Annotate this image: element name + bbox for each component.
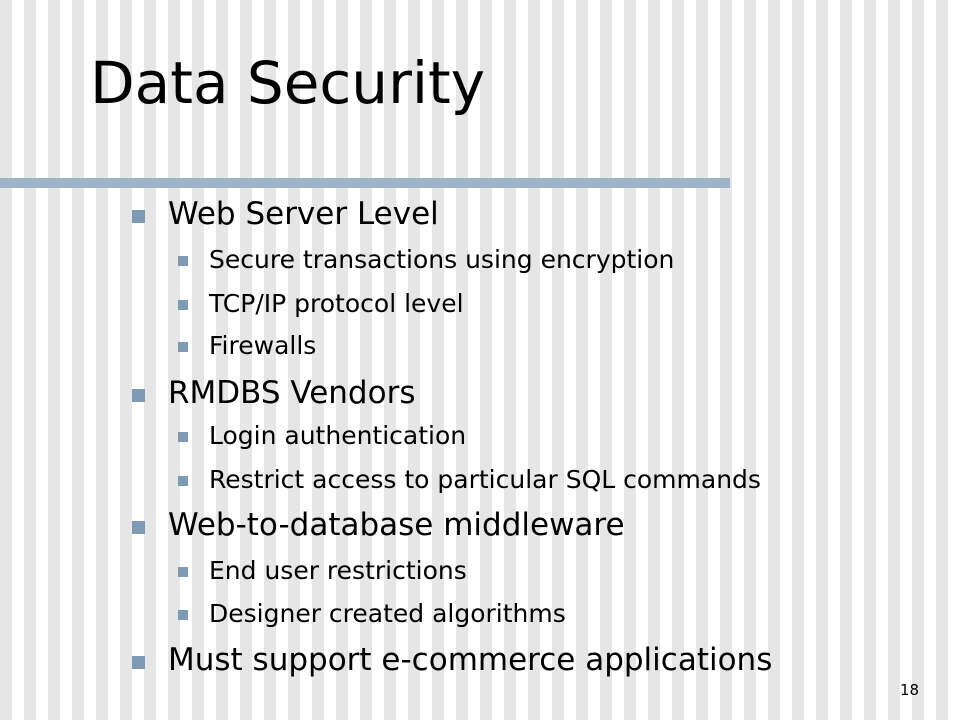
square-bullet-icon <box>178 610 188 620</box>
sub-bullet-text: End user restrictions <box>209 556 467 585</box>
sub-bullet-text: TCP/IP protocol level <box>209 289 464 318</box>
title-underline <box>0 178 730 188</box>
square-bullet-icon <box>178 300 188 310</box>
square-bullet-icon <box>178 256 188 266</box>
bullet-text: Web Server Level <box>168 196 439 232</box>
square-bullet-icon <box>132 521 145 534</box>
slide-title: Data Security <box>90 49 486 117</box>
slide-number: 18 <box>900 681 920 699</box>
square-bullet-icon <box>178 476 188 486</box>
sub-bullet-text: Login authentication <box>209 421 467 450</box>
square-bullet-icon <box>178 342 188 352</box>
square-bullet-icon <box>132 656 145 669</box>
bullet-text: RMDBS Vendors <box>168 375 416 411</box>
square-bullet-icon <box>132 389 145 402</box>
square-bullet-icon <box>132 210 145 223</box>
sub-bullet-text: Secure transactions using encryption <box>209 245 675 274</box>
bullet-list: Web Server Level Secure transactions usi… <box>0 192 960 692</box>
bullet-text: Must support e-commerce applications <box>168 642 773 678</box>
square-bullet-icon <box>178 567 188 577</box>
sub-bullet-text: Designer created algorithms <box>209 599 566 628</box>
sub-bullet-text: Firewalls <box>209 331 317 360</box>
square-bullet-icon <box>178 432 188 442</box>
sub-bullet-text: Restrict access to particular SQL comman… <box>209 465 761 494</box>
bullet-text: Web-to-database middleware <box>168 507 625 543</box>
